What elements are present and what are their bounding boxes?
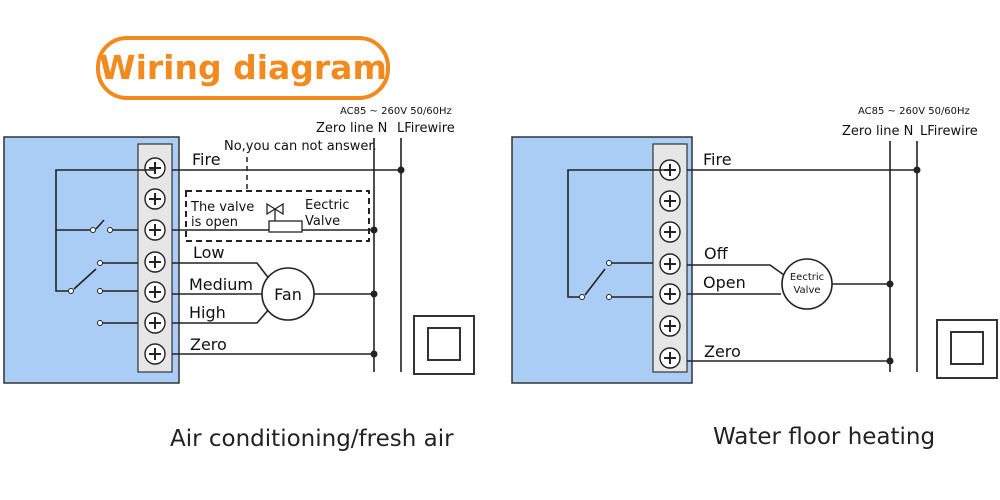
fan-junction (370, 290, 378, 298)
fire-label-left: Fire (192, 150, 221, 169)
switch-contact-icon (68, 288, 74, 294)
high-label: High (189, 303, 226, 322)
medium-label: Medium (189, 275, 253, 294)
valve-label-2-right: Valve (793, 285, 820, 296)
terminal-screws-right (659, 159, 681, 369)
fire-label-right: Fire (703, 150, 732, 169)
terminal-screw-icon (144, 251, 166, 273)
open-label: Open (703, 273, 746, 292)
zero-line-label-right: Zero line N (842, 124, 913, 139)
fire-junction-left (397, 166, 405, 174)
valve-label-left-2: is open (191, 215, 238, 230)
switch-contact-icon (579, 294, 585, 300)
valve-label-right-1: Eectric (305, 198, 350, 213)
terminal-screw-icon (144, 219, 166, 241)
wall-panel-icon (936, 319, 998, 379)
banner: Wiring diagram (96, 36, 390, 100)
firewire-label-left: LFirewire (397, 121, 455, 136)
zero-junction-right (886, 357, 894, 365)
switch-contact-icon (606, 260, 612, 266)
low-label: Low (193, 243, 225, 262)
internal-wire-right (567, 169, 670, 298)
supply-label-left: AC85 ~ 260V 50/60Hz (340, 106, 452, 117)
fire-junction-right (913, 166, 921, 174)
internal-wire-left-2 (55, 230, 68, 292)
terminal-screw-icon (659, 315, 681, 337)
valve-dashed-box (185, 190, 370, 242)
valve-junction-right (886, 280, 894, 288)
zero-line-label-left: Zero line N (316, 121, 387, 136)
zero-junction-left (370, 350, 378, 358)
caption-right: Water floor heating (713, 424, 935, 450)
valve-motor-icon (781, 258, 833, 310)
valve-label-right-2: Valve (305, 214, 340, 229)
zero-label-left: Zero (190, 335, 227, 354)
switch-contact-icon (97, 288, 103, 294)
zero-label-right: Zero (704, 342, 741, 361)
terminal-screw-icon (659, 347, 681, 369)
note-label: No,you can not answer. (224, 139, 377, 154)
switch-lever-right (584, 268, 606, 296)
terminal-screw-icon (659, 253, 681, 275)
switch-contact-icon (606, 294, 612, 300)
left-diagram: AC85 ~ 260V 50/60Hz Zero line N LFirewir… (3, 106, 475, 452)
switch-lever-1 (95, 219, 105, 230)
off-label: Off (704, 244, 729, 263)
banner-title: Wiring diagram (99, 48, 387, 87)
low-wire (172, 262, 271, 281)
valve-junction (370, 226, 378, 234)
switch-contact-icon (97, 260, 103, 266)
right-diagram: AC85 ~ 260V 50/60Hz Zero line N LFirewir… (511, 106, 998, 450)
terminal-screw-icon (144, 343, 166, 365)
fan-label: Fan (274, 285, 302, 304)
off-wire (687, 264, 785, 276)
caption-left: Air conditioning/fresh air (170, 426, 454, 452)
switch-contact-icon (97, 320, 103, 326)
switch-lever-2 (73, 268, 97, 290)
terminal-screw-icon (659, 283, 681, 305)
switch-contact-icon (107, 227, 113, 233)
internal-wire-left (55, 169, 155, 231)
terminal-screw-icon (144, 281, 166, 303)
valve-label-1-right: Eectric (790, 272, 824, 283)
terminal-screw-icon (144, 312, 166, 334)
firewire-label-right: LFirewire (920, 124, 978, 139)
supply-label-right: AC85 ~ 260V 50/60Hz (858, 106, 970, 117)
valve-label-left-1: The valve (190, 200, 254, 215)
switch-contact-icon (90, 227, 96, 233)
terminal-screw-icon (659, 221, 681, 243)
valve-symbol-icon (266, 202, 303, 233)
banner-pill (96, 36, 390, 100)
terminal-screws-left (144, 157, 166, 365)
wall-panel-icon (413, 315, 475, 375)
terminal-screw-icon (144, 157, 166, 179)
high-wire (172, 307, 271, 324)
terminal-screw-icon (144, 188, 166, 210)
terminal-screw-icon (659, 190, 681, 212)
